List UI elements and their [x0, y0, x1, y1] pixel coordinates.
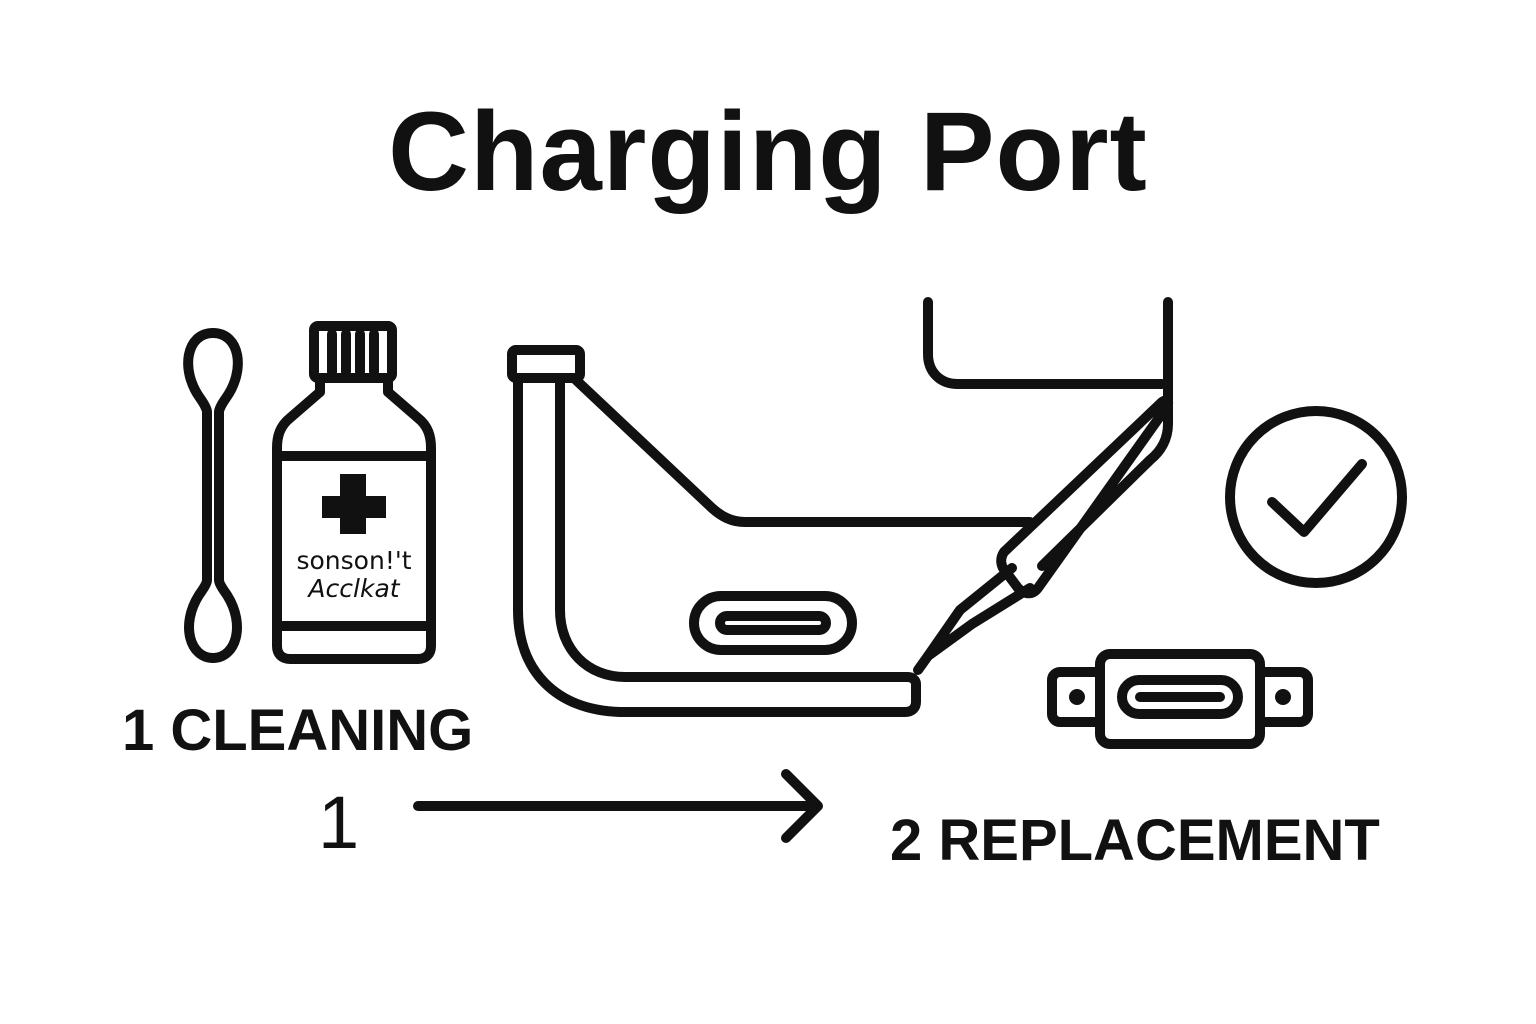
step-label-cleaning: 1 CLEANING — [122, 698, 474, 763]
cotton-swab-icon — [183, 328, 243, 663]
port-module-icon — [1047, 649, 1313, 749]
medical-cross-icon — [322, 474, 386, 534]
step-label-replacement: 2 REPLACEMENT — [890, 808, 1380, 873]
bottle-label-line2: Acclkat — [308, 574, 400, 603]
diagram-title: Charging Port — [388, 89, 1148, 214]
bottle-label-line1: sonson!'t — [296, 546, 412, 575]
arrow-right-icon — [413, 769, 823, 843]
arrow-step-number: 1 — [318, 781, 360, 864]
probe-tool-icon — [913, 395, 1174, 675]
phone-port-icon — [507, 297, 1173, 717]
check-circle-icon — [1225, 406, 1407, 588]
alcohol-bottle-icon — [272, 321, 436, 664]
